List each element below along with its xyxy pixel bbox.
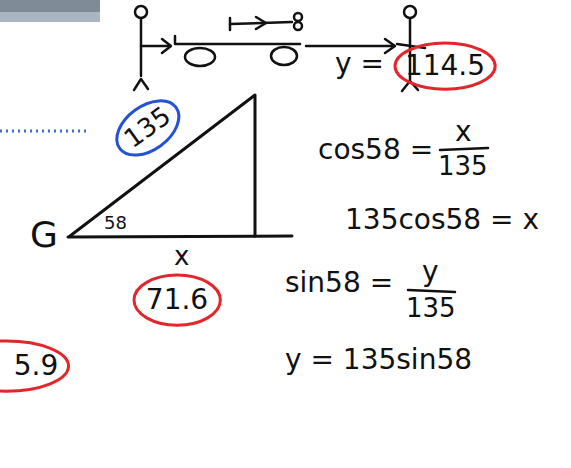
cart-handle-arrow [230, 22, 292, 24]
cart-wheel [271, 47, 297, 65]
answer-oval: 5.9 [0, 339, 70, 393]
photo-thumbnail [0, 0, 100, 22]
arrow-head [385, 39, 395, 53]
photo-thumbnail-band [0, 12, 100, 22]
answer-oval: 71.6 [132, 273, 222, 327]
arrow-head [162, 39, 171, 53]
fraction-bar [408, 290, 455, 292]
fraction-numerator: x [455, 117, 472, 148]
equation-text: sin58 = [285, 268, 393, 299]
circled-value: 114.5 [405, 50, 485, 82]
equation-text: 135cos58 = x [345, 205, 539, 236]
fraction-denominator: 135 [406, 294, 456, 323]
stick-figure-legs [134, 79, 148, 90]
oval-outline [134, 275, 220, 325]
circled-value: 71.6 [146, 284, 208, 316]
push-arrow [141, 45, 170, 48]
vertex-label: G [30, 215, 58, 255]
stick-figure-head [404, 6, 416, 18]
fraction-numerator: y [422, 257, 439, 288]
motion-arrow [306, 45, 394, 48]
equation-text: y = 135sin58 [285, 345, 472, 376]
fraction-denominator: 135 [438, 152, 488, 181]
dotted-line [0, 130, 88, 133]
given-oval: 135 [104, 87, 192, 169]
oval-outline [107, 90, 189, 166]
oval-outline [0, 341, 68, 391]
equation-text: cos58 = [318, 135, 433, 166]
arrow-head [256, 17, 266, 29]
stick-figure-head [135, 6, 147, 18]
cart-load [294, 13, 302, 21]
equation-text: y = [335, 49, 384, 80]
side-label: x [174, 242, 189, 271]
cart-load [294, 22, 302, 30]
right-triangle [70, 95, 255, 236]
circled-value: 5.9 [14, 350, 59, 382]
cart-wheel [185, 48, 215, 66]
circled-value: 135 [119, 101, 177, 154]
cart-body [175, 36, 300, 44]
oval-outline [395, 43, 495, 89]
triangle-base [68, 236, 292, 237]
angle-label: 58 [104, 213, 127, 233]
answer-oval: 114.5 [393, 41, 497, 91]
fraction-bar [440, 148, 488, 150]
